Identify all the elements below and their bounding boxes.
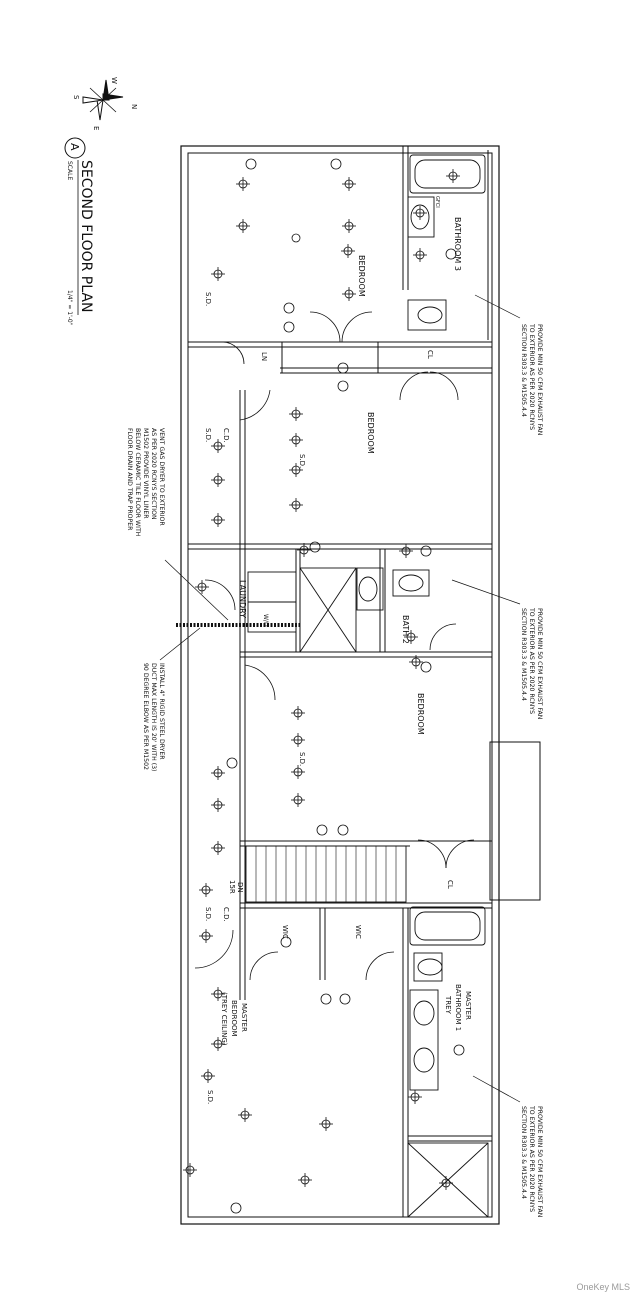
room-master-bed-line3: (TREY CEILING) — [220, 992, 228, 1046]
watermark: OneKey MLS — [576, 1282, 630, 1292]
svg-text:VENT GAS DRYER TO EXTERIOR: VENT GAS DRYER TO EXTERIOR — [158, 428, 165, 526]
room-bathroom-3: BATHROOM 3 — [453, 217, 462, 271]
room-master-bed-line1: MASTER — [240, 1003, 248, 1032]
fixtures — [245, 154, 489, 1218]
smoke-detector-4: S.D. — [298, 752, 306, 766]
room-bath-2: BATH 2 — [401, 615, 410, 644]
co-detector-2: C.D. — [222, 907, 230, 922]
room-wic-left: WIC — [281, 925, 289, 939]
exterior-walls — [180, 145, 541, 1225]
special-outlets — [226, 158, 465, 1214]
smoke-detector-2: S.D. — [204, 428, 212, 442]
compass-n: N — [130, 104, 138, 109]
svg-text:SECTION R303.3 & M1505.4.4: SECTION R303.3 & M1505.4.4 — [520, 324, 527, 417]
svg-text:AS PER 2020 RCNYS SECTION: AS PER 2020 RCNYS SECTION — [150, 428, 157, 520]
room-master-bath-line3: TREY — [444, 995, 452, 1015]
smoke-detector-5: S.D. — [204, 907, 212, 921]
room-bedroom-low: BEDROOM — [416, 693, 425, 735]
svg-text:SECTION R303.3 & M1505.4.4: SECTION R303.3 & M1505.4.4 — [520, 1106, 527, 1199]
stairs-dn: DN — [236, 882, 244, 893]
plan-title: SECOND FLOOR PLAN — [78, 160, 94, 312]
door-swings — [194, 311, 475, 981]
stair-treads — [255, 846, 397, 902]
svg-text:PROVIDE MIN 50 CFM EXHAUST FAN: PROVIDE MIN 50 CFM EXHAUST FAN — [536, 608, 543, 720]
dryer-vent-note: VENT GAS DRYER TO EXTERIOR AS PER 2020 R… — [126, 428, 165, 537]
svg-text:90 DEGREE ELBOW AS PER M1502: 90 DEGREE ELBOW AS PER M1502 — [142, 663, 149, 770]
svg-text:PROVIDE MIN 50 CFM EXHAUST FAN: PROVIDE MIN 50 CFM EXHAUST FAN — [536, 1106, 543, 1218]
room-ln: LN — [260, 352, 268, 361]
room-laundry: LAUNDRY — [238, 580, 247, 618]
svg-text:DUCT MAX LENGTH IS 20' WITH (3: DUCT MAX LENGTH IS 20' WITH (3) — [150, 663, 157, 771]
dryer-duct-note: INSTALL 4" RIGID STEEL DRYER DUCT MAX LE… — [142, 663, 165, 771]
room-cl-1: CL — [426, 350, 434, 359]
svg-text:M1502 PROVIDE VINYL LINER: M1502 PROVIDE VINYL LINER — [142, 428, 149, 519]
room-cl-2: CL — [446, 880, 454, 889]
fan-note-2: PROVIDE MIN 50 CFM EXHAUST FAN TO EXTERI… — [520, 607, 543, 720]
fan-note-1: PROVIDE MIN 50 CFM EXHAUST FAN TO EXTERI… — [520, 323, 543, 436]
compass-w: W — [110, 77, 118, 84]
room-master-bath-line1: MASTER — [464, 991, 472, 1020]
svg-text:PROVIDE MIN 50 CFM EXHAUST FAN: PROVIDE MIN 50 CFM EXHAUST FAN — [536, 324, 543, 436]
svg-text:INSTALL 4" RIGID STEEL DRYER: INSTALL 4" RIGID STEEL DRYER — [158, 663, 165, 760]
svg-text:TO EXTERIOR AS PER 2020 RCNYS: TO EXTERIOR AS PER 2020 RCNYS — [528, 1105, 535, 1212]
light-fixtures — [183, 169, 460, 1190]
fan-note-3: PROVIDE MIN 50 CFM EXHAUST FAN TO EXTERI… — [520, 1105, 543, 1218]
compass-s: S — [72, 95, 80, 100]
wd-label: W/D — [262, 614, 269, 627]
svg-text:TO EXTERIOR AS PER 2020 RCNYS: TO EXTERIOR AS PER 2020 RCNYS — [528, 607, 535, 714]
scale-value: 1/4" = 1'-0" — [66, 290, 73, 326]
svg-text:BELOW CERAMIC TILE FLOOR WITH: BELOW CERAMIC TILE FLOOR WITH — [134, 428, 141, 537]
gfci-label-1: GFCI — [434, 196, 440, 208]
room-bedroom-mid: BEDROOM — [366, 412, 375, 454]
smoke-detector-6: S.D. — [206, 1090, 214, 1104]
compass-e: E — [92, 126, 100, 130]
room-wic-right: WIC — [354, 925, 362, 939]
svg-text:FLOOR DRAIN AND TRAP PROPER: FLOOR DRAIN AND TRAP PROPER — [126, 428, 133, 531]
stairs-15r: 15R — [228, 880, 236, 894]
svg-text:SECTION R303.3 & M1505.4.4: SECTION R303.3 & M1505.4.4 — [520, 608, 527, 701]
smoke-detector-1: S.D. — [204, 292, 212, 306]
compass-rose-icon — [82, 79, 124, 121]
room-bedroom-top: BEDROOM — [357, 255, 366, 297]
smoke-detector-3: S.D. — [298, 454, 306, 468]
room-master-bed-line2: BEDROOM — [230, 1000, 238, 1037]
room-master-bath-line2: BATHROOM 1 — [454, 984, 462, 1031]
scale-word: SCALE — [66, 161, 73, 180]
svg-text:TO EXTERIOR AS PER 2020 RCNYS: TO EXTERIOR AS PER 2020 RCNYS — [528, 323, 535, 430]
co-detector-1: C.D. — [222, 428, 230, 443]
title-letter: A — [68, 143, 81, 151]
